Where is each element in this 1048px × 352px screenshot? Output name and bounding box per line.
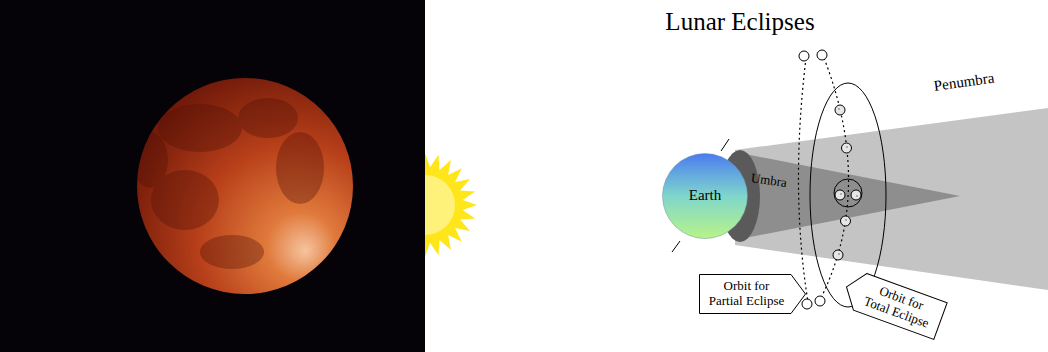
callout-box: Orbit for Total Eclipse (839, 268, 948, 340)
sun (425, 153, 477, 257)
earth-axis (672, 241, 680, 252)
moon-positions (799, 50, 827, 309)
region-label: Penumbra (933, 70, 996, 96)
partial-orbit-path (798, 58, 808, 302)
moon-positions (833, 105, 861, 260)
node-text: Orbit for Partial Eclipse (708, 279, 786, 309)
diagram-title: Lunar Eclipses (600, 8, 880, 36)
eclipsed-moon (132, 78, 353, 294)
umbra-cross-section (834, 179, 862, 207)
total-orbit-path (820, 58, 849, 300)
earth-axis (721, 139, 729, 151)
callout-outline (839, 269, 946, 340)
earth-circle: Earth (662, 153, 748, 239)
callout-box: Orbit for Partial Eclipse (699, 274, 806, 314)
earth-globe (663, 154, 748, 239)
callout-outline (699, 275, 805, 314)
node-text: Earth (689, 187, 721, 204)
photo-background (0, 0, 425, 352)
moon-speckles (838, 108, 858, 255)
penumbra-cone (735, 108, 1048, 290)
